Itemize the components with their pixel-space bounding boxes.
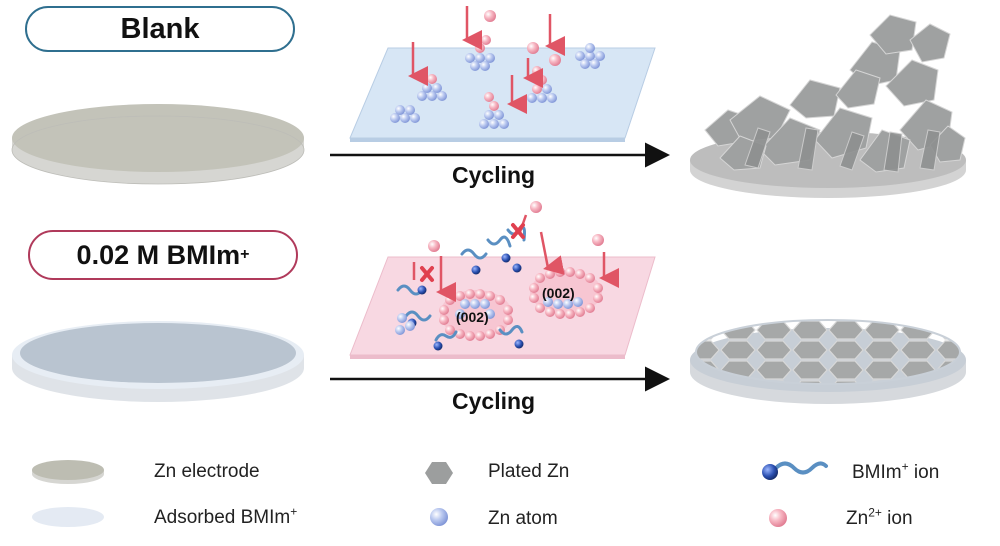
legend-zn2-ion: Zn2+ ion xyxy=(846,505,913,530)
bmim-ion xyxy=(396,284,427,296)
legend-zn2-text: Zn xyxy=(846,508,869,529)
legend-bmim-ion: BMIm+ ion xyxy=(852,459,940,484)
legend-bmim-suffix: ion xyxy=(908,462,940,483)
cycling-label-bottom: Cycling xyxy=(452,388,536,414)
zn-atom-icon xyxy=(430,508,448,526)
legend-zn-electrode-icon xyxy=(32,460,104,484)
legend-bmim-sup: + xyxy=(901,459,909,474)
facet-label-2: (002) xyxy=(542,285,575,301)
legend-adsorbed-sup: + xyxy=(290,504,298,519)
blocked-x-icon xyxy=(511,223,525,239)
bmim-label-text: 0.02 M BMIm xyxy=(76,239,241,270)
bmim-plane: (002) (002) xyxy=(349,201,656,359)
plated-zn-hexagon-icon xyxy=(425,462,453,484)
zn-cluster xyxy=(390,105,420,123)
zn-cluster xyxy=(575,43,605,69)
legend-zn2-sup: 2+ xyxy=(868,505,882,520)
zn-cluster xyxy=(479,92,509,129)
dendrite-electrode xyxy=(690,14,966,198)
legend-zn-atom: Zn atom xyxy=(488,508,558,529)
facet-002-crystal: (002) xyxy=(439,289,513,341)
zn-cluster xyxy=(465,35,495,71)
blank-plane xyxy=(349,6,656,142)
bmim-label: 0.02 M BMIm+ xyxy=(28,230,298,280)
bmim-ion xyxy=(486,235,512,263)
blank-electrode xyxy=(11,104,305,185)
bmim-ion-icon xyxy=(762,461,828,480)
blank-label: Blank xyxy=(25,6,295,52)
legend-plated-zn: Plated Zn xyxy=(488,461,570,482)
facet-002-crystal: (002) xyxy=(529,267,603,319)
blank-label-text: Blank xyxy=(120,12,200,45)
facet-label-1: (002) xyxy=(456,309,489,325)
legend-zn2-suffix: ion xyxy=(881,508,913,529)
bmim-ion xyxy=(433,330,458,351)
zn-cluster xyxy=(417,74,447,101)
cycling-label-top: Cycling xyxy=(452,162,536,188)
blocked-x-icon xyxy=(420,266,434,282)
bmim-electrode xyxy=(12,321,304,402)
legend-bmim-text: BMIm xyxy=(852,462,902,483)
bmim-ion xyxy=(460,248,488,275)
legend-adsorbed-text: Adsorbed BMIm xyxy=(154,507,291,528)
uniform-electrode xyxy=(690,319,966,404)
bmim-ion xyxy=(498,325,524,349)
legend-adsorbed-bmim: Adsorbed BMIm+ xyxy=(154,504,298,529)
legend-zn-electrode: Zn electrode xyxy=(154,461,260,482)
legend-adsorbed-icon xyxy=(32,507,104,527)
zn2-ion-icon xyxy=(769,509,787,527)
